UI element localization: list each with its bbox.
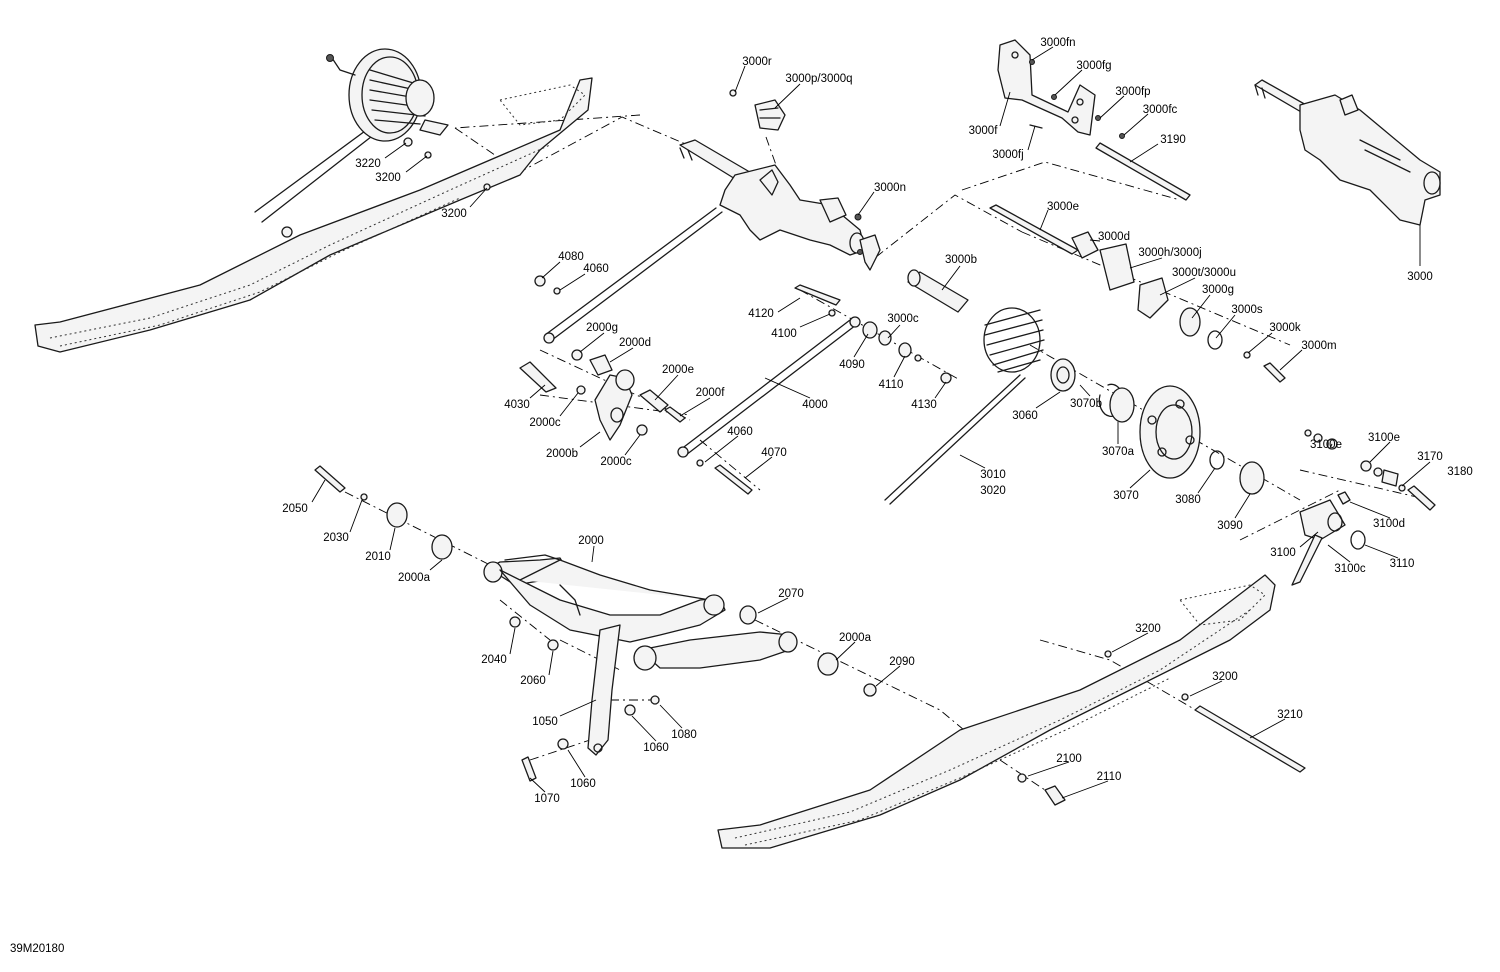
part-callout: 3100c [1334,563,1366,575]
bell-crank-2000b [519,349,686,441]
part-callout: 3080 [1175,494,1201,506]
part-callout: 3090 [1217,520,1243,532]
part-callout: 3190 [1160,134,1186,146]
part-callout: 2030 [323,532,349,544]
part-callout: 4000 [802,399,828,411]
part-callout: 3100e [1310,439,1342,451]
part-callout: 3000t/3000u [1172,267,1236,279]
part-callout: 4080 [558,251,584,263]
part-callout: 2040 [481,654,507,666]
part-callout: 3000f [969,125,999,137]
part-callout: 3000fc [1143,104,1178,116]
part-callout: 3100d [1373,518,1405,530]
part-callout: 4100 [771,328,797,340]
part-callout: 3000p/3000q [785,73,852,85]
spring-and-tubes [884,204,1286,505]
part-callout: 4060 [583,263,609,275]
part-callout: 3100 [1270,547,1296,559]
part-callout: 2000e [662,364,694,376]
part-callout: 2000c [529,417,561,429]
part-callout: 3200 [375,172,401,184]
part-callout: 3210 [1277,709,1303,721]
part-callout: 2060 [520,675,546,687]
part-callout: 4060 [727,426,753,438]
part-callout: 3000h/3000j [1138,247,1201,259]
part-callout: 3000s [1231,304,1263,316]
part-callout: 2070 [778,588,804,600]
part-callout: 3000k [1269,322,1301,334]
part-callout: 4130 [911,399,937,411]
assembly-centerlines [344,114,1431,801]
part-callout: 2000b [546,448,578,460]
part-callout: 2100 [1056,753,1082,765]
leader-lines [311,46,1431,799]
a-frame-2000 [483,554,798,782]
part-callout: 3000fp [1115,86,1150,98]
part-callout: 2000g [586,322,618,334]
part-callout: 2090 [889,656,915,668]
part-callout: 3000c [887,313,919,325]
part-callout: 2000c [600,456,632,468]
upper-bracket-assembly [997,39,1191,201]
part-callout: 4110 [879,379,904,391]
shaft-assembly-3000 [1254,79,1441,226]
part-callout: 3070 [1113,490,1139,502]
part-callout: 3000b [945,254,977,266]
diagram-code: 39M20180 [10,943,64,955]
part-callout: 2000f [696,387,726,399]
part-callout: 3000n [874,182,906,194]
part-callout: 3000r [742,56,772,68]
right-side-components [1291,429,1436,586]
part-callout: 1050 [532,716,558,728]
part-callout: 1060 [643,742,669,754]
part-callout: 3200 [441,208,467,220]
linkage-rods [534,275,952,495]
part-callout: 2000d [619,337,651,349]
part-callout: 4120 [748,308,774,320]
part-callout: 2000 [578,535,604,547]
part-callout: 3180 [1447,466,1473,478]
part-callout: 4070 [761,447,787,459]
part-callout: 3020 [980,485,1006,497]
part-callout: 4090 [839,359,865,371]
part-callout: 3010 [980,469,1006,481]
part-callout: 2110 [1097,771,1122,783]
part-callout: 3000e [1047,201,1079,213]
part-callout: 3000d [1098,231,1130,243]
part-callout: 1070 [534,793,560,805]
part-callout: 2000a [398,572,431,584]
part-callout: 3110 [1390,558,1415,570]
part-callout: 3000fg [1076,60,1111,72]
part-callout: 3170 [1417,451,1443,463]
part-callout: 3000 [1407,271,1433,283]
part-callout: 2050 [282,503,308,515]
part-callout: 3070a [1102,446,1135,458]
part-callout: 2000a [839,632,872,644]
part-callout: 1060 [570,778,596,790]
part-callout: 3070b [1070,398,1102,410]
pivot-hardware [314,465,877,697]
center-arm-assembly [543,89,881,344]
part-callout: 1080 [671,729,697,741]
part-callout: 3000fn [1040,37,1075,49]
part-callout: 3200 [1135,623,1161,635]
part-callout: 3000fj [992,149,1023,161]
part-callout: 3000g [1202,284,1234,296]
part-callout: 3200 [1212,671,1238,683]
part-callout: 2010 [365,551,391,563]
part-callout: 4030 [504,399,530,411]
left-rail-assembly [34,48,593,353]
part-callout: 3220 [355,158,381,170]
part-callout: 3000m [1301,340,1336,352]
right-rail-assembly [717,574,1306,849]
part-callout: 3060 [1012,410,1038,422]
part-callout: 3100e [1368,432,1400,444]
